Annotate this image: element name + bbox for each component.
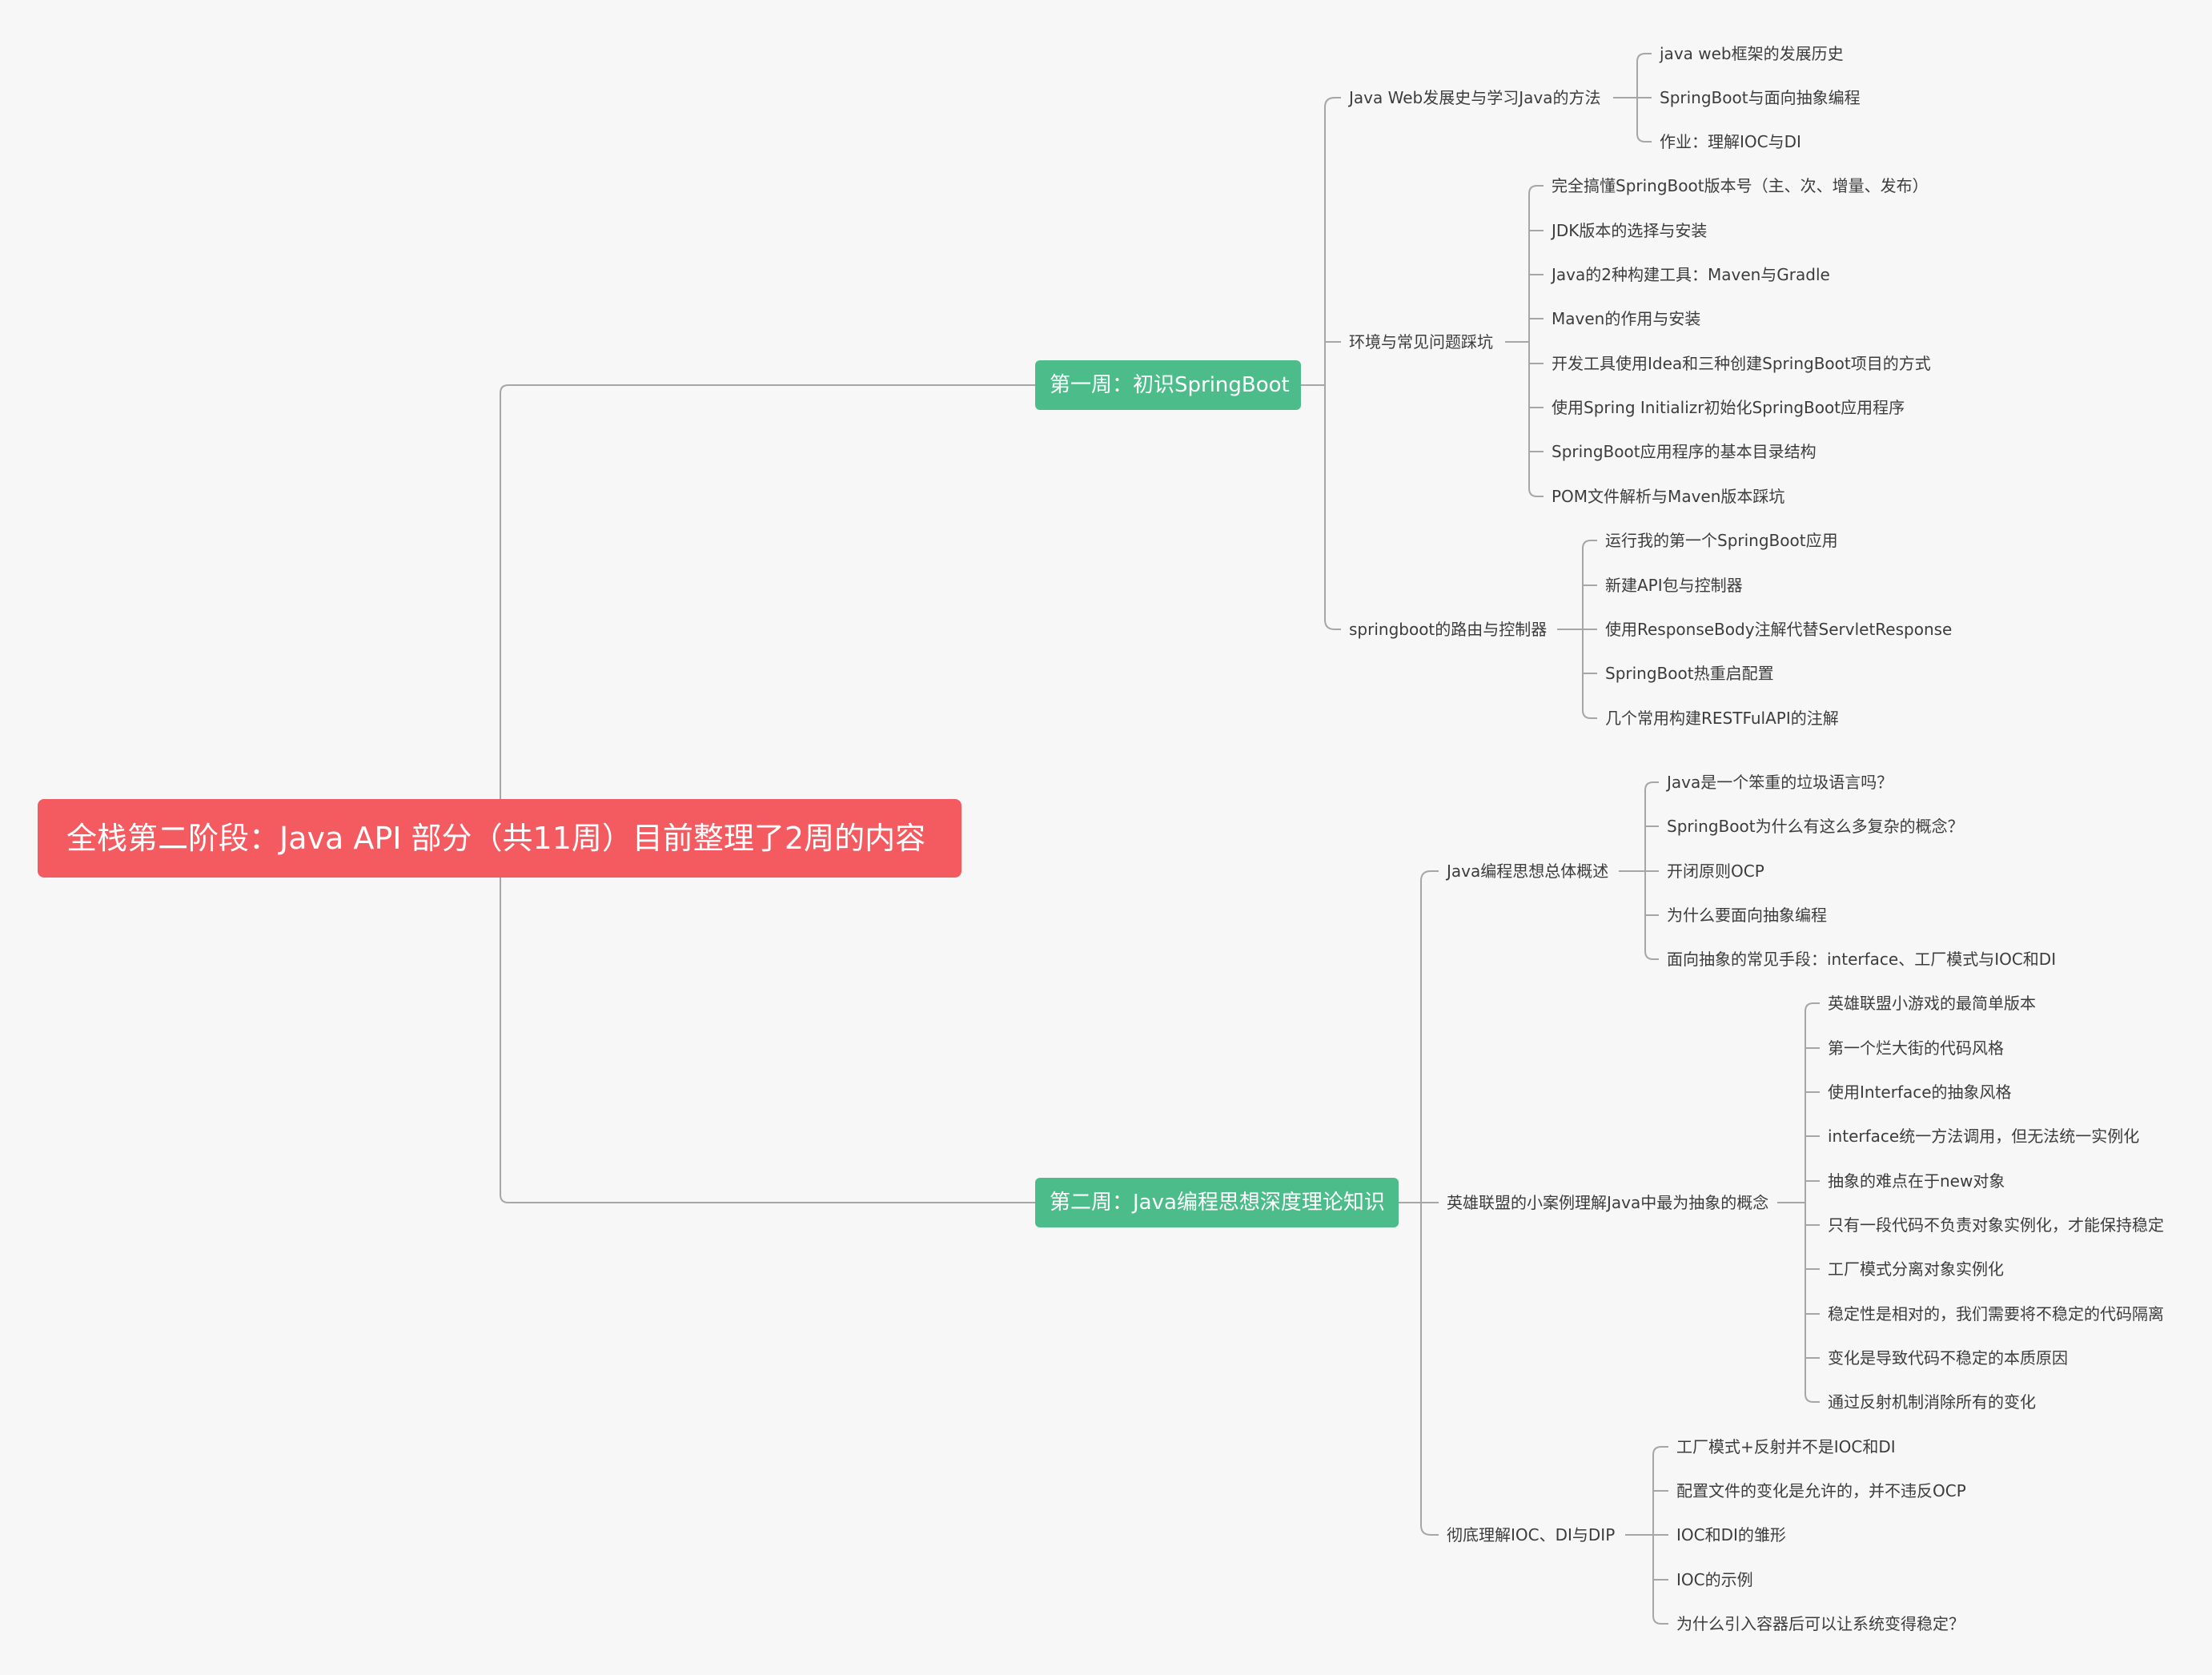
leaf-item[interactable]: Java是一个笨重的垃圾语言吗？	[1667, 773, 1893, 792]
leaf-item[interactable]: 通过反射机制消除所有的变化	[1828, 1392, 2036, 1412]
leaf-item[interactable]: 配置文件的变化是允许的，并不违反OCP	[1676, 1481, 1966, 1500]
week-1-label: 第一周：初识SpringBoot	[1050, 373, 1290, 397]
leaf-item[interactable]: 为什么要面向抽象编程	[1667, 906, 1827, 925]
connector	[1644, 950, 1659, 960]
leaf-item[interactable]: SpringBoot应用程序的基本目录结构	[1552, 442, 1817, 461]
leaf-item[interactable]: 为什么引入容器后可以让系统变得稳定？	[1676, 1614, 1965, 1633]
leaf-item[interactable]: IOC的示例	[1676, 1570, 1753, 1589]
connector	[1636, 53, 1652, 62]
leaf-item[interactable]: SpringBoot与面向抽象编程	[1660, 88, 1861, 107]
leaf-item[interactable]: 面向抽象的常见手段：interface、工厂模式与IOC和DI	[1667, 950, 2057, 969]
connector	[1805, 1002, 1820, 1012]
connector	[1420, 1524, 1439, 1536]
connector	[1652, 1446, 1668, 1456]
leaf-item[interactable]: 完全搞懂SpringBoot版本号（主、次、增量、发布）	[1552, 176, 1929, 195]
leaf-item[interactable]: 工厂模式+反射并不是IOC和DI	[1676, 1437, 1896, 1456]
topic-routing-controller[interactable]: springboot的路由与控制器	[1349, 620, 1548, 639]
leaf-item[interactable]: 开发工具使用Idea和三种创建SpringBoot项目的方式	[1552, 354, 1931, 373]
leaf-item[interactable]: SpringBoot为什么有这么多复杂的概念？	[1667, 817, 1964, 836]
leaf-item[interactable]: 几个常用构建RESTFulAPI的注解	[1605, 709, 1839, 728]
leaf-item[interactable]: 只有一段代码不负责对象实例化，才能保持稳定	[1828, 1215, 2164, 1235]
topic-lol-case-study[interactable]: 英雄联盟的小案例理解Java中最为抽象的概念	[1447, 1193, 1769, 1212]
leaf-item[interactable]: 英雄联盟小游戏的最简单版本	[1828, 994, 2036, 1013]
connector	[1324, 97, 1341, 108]
root-label: 全栈第二阶段：Java API 部分（共11周）目前整理了2周的内容	[66, 821, 926, 856]
leaf-item[interactable]: interface统一方法调用，但无法统一实例化	[1828, 1127, 2140, 1146]
topic-java-thinking-overview[interactable]: Java编程思想总体概述	[1447, 862, 1609, 881]
leaf-item[interactable]: 作业：理解IOC与DI	[1660, 132, 1801, 151]
leaf-item[interactable]: Java的2种构建工具：Maven与Gradle	[1552, 265, 1830, 284]
connector	[500, 384, 1035, 1203]
topic-environment[interactable]: 环境与常见问题踩坑	[1349, 332, 1493, 351]
leaf-item[interactable]: 使用Spring Initializr初始化SpringBoot应用程序	[1552, 398, 1905, 417]
leaf-item[interactable]: Maven的作用与安装	[1552, 309, 1701, 328]
connector	[1528, 185, 1544, 195]
root-node[interactable]: 全栈第二阶段：Java API 部分（共11周）目前整理了2周的内容	[38, 799, 961, 878]
connector	[1805, 1393, 1820, 1403]
leaf-item[interactable]: POM文件解析与Maven版本踩坑	[1552, 487, 1785, 506]
connector	[1652, 1615, 1668, 1625]
topic-ioc-di-dip[interactable]: 彻底理解IOC、DI与DIP	[1447, 1525, 1616, 1544]
week-1-node[interactable]: 第一周：初识SpringBoot	[1035, 360, 1301, 410]
connector	[1582, 540, 1597, 549]
leaf-item[interactable]: 抽象的难点在于new对象	[1828, 1171, 2005, 1191]
leaf-item[interactable]: 运行我的第一个SpringBoot应用	[1605, 531, 1838, 550]
leaf-item[interactable]: IOC和DI的雏形	[1676, 1525, 1786, 1544]
connector	[1324, 619, 1341, 630]
leaf-item[interactable]: 使用Interface的抽象风格	[1828, 1083, 2012, 1102]
leaf-item[interactable]: 第一个烂大街的代码风格	[1828, 1038, 2004, 1058]
leaf-item[interactable]: 变化是导致代码不稳定的本质原因	[1828, 1348, 2068, 1368]
leaf-item[interactable]: JDK版本的选择与安装	[1552, 221, 1708, 240]
connector	[1644, 781, 1659, 791]
connector	[1528, 488, 1544, 497]
connector	[1420, 870, 1439, 882]
leaf-item[interactable]: 稳定性是相对的，我们需要将不稳定的代码隔离	[1828, 1304, 2164, 1324]
leaf-item[interactable]: SpringBoot热重启配置	[1605, 664, 1774, 683]
leaf-item[interactable]: 使用ResponseBody注解代替ServletResponse	[1605, 620, 1953, 639]
week-2-label: 第二周：Java编程思想深度理论知识	[1050, 1191, 1385, 1215]
week-2-node[interactable]: 第二周：Java编程思想深度理论知识	[1035, 1178, 1399, 1227]
connector	[1582, 709, 1597, 719]
topic-java-web-history[interactable]: Java Web发展史与学习Java的方法	[1349, 88, 1601, 107]
connector	[1636, 133, 1652, 143]
leaf-item[interactable]: 新建API包与控制器	[1605, 576, 1743, 595]
leaf-item[interactable]: java web框架的发展历史	[1660, 44, 1844, 63]
leaf-item[interactable]: 工厂模式分离对象实例化	[1828, 1259, 2004, 1279]
leaf-item[interactable]: 开闭原则OCP	[1667, 862, 1764, 881]
